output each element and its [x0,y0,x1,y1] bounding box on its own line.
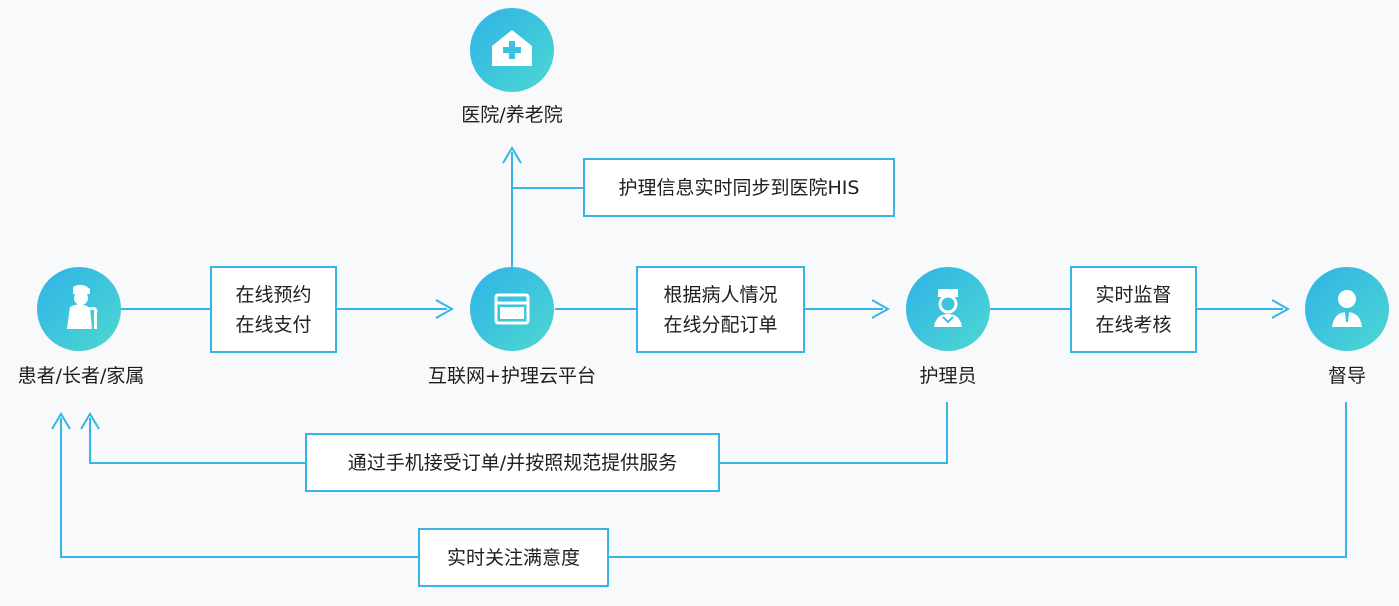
monitor-line-1: 实时监督 [1095,283,1172,306]
arrowhead-hospital [502,146,522,164]
booking-line-1: 在线预约 [235,283,312,306]
his-sync-box: 护理信息实时同步到医院HIS [583,158,895,217]
nurse-node [906,267,990,351]
supervisor-label: 督导 [1327,365,1366,387]
connector-supervisor-patient [608,402,1347,558]
connector-satisfaction-patient [60,418,419,558]
connector-service-patient [89,418,306,464]
assign-line-1: 根据病人情况 [663,283,778,306]
service-box: 通过手机接受订单/并按照规范提供服务 [305,433,720,492]
service-line-1: 通过手机接受订单/并按照规范提供服务 [347,451,678,474]
assign-line-2: 在线分配订单 [663,313,778,336]
browser-window-icon [494,293,530,325]
booking-box: 在线预约 在线支付 [210,266,337,353]
hospital-node [470,8,554,92]
nurse-icon [934,289,962,327]
satisfaction-line-1: 实时关注满意度 [446,546,580,569]
hospital-label: 医院/养老院 [461,104,563,126]
arrowhead-patient-inner [80,412,100,430]
elderly-person-icon [67,284,98,329]
platform-node [470,267,554,351]
hospital-icon [492,30,532,66]
monitor-box: 实时监督 在线考核 [1070,266,1197,353]
assign-box: 根据病人情况 在线分配订单 [636,266,805,353]
connector-nurse-patient [720,402,948,464]
arrowhead-platform [435,299,455,319]
arrowhead-supervisor [1271,299,1291,319]
booking-line-2: 在线支付 [235,313,312,336]
his-sync-line-1: 护理信息实时同步到医院HIS [618,176,860,199]
supervisor-node [1305,267,1389,351]
arrowhead-patient-outer [51,412,71,430]
patient-node [37,267,121,351]
satisfaction-box: 实时关注满意度 [418,528,609,587]
supervisor-icon [1332,290,1362,327]
patient-label: 患者/长者/家属 [17,365,145,387]
nurse-label: 护理员 [919,365,977,387]
monitor-line-2: 在线考核 [1095,313,1172,336]
arrowhead-nurse [871,299,891,319]
platform-label: 互联网+护理云平台 [428,365,596,387]
